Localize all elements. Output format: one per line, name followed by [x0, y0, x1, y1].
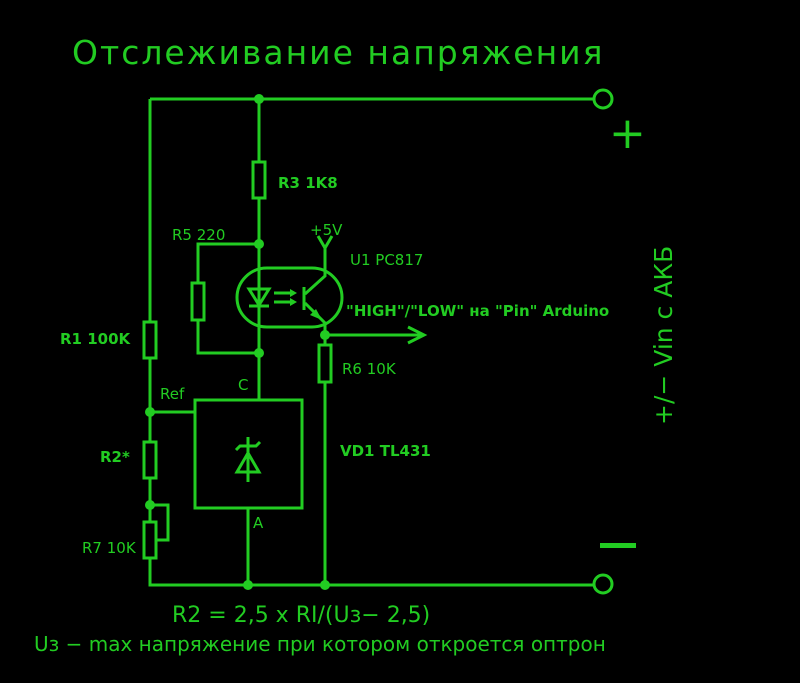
- label-r2: R2*: [100, 448, 130, 466]
- label-r7: R7 10K: [82, 539, 137, 557]
- formula-note: Uз − max напряжение при котором откроетс…: [34, 632, 606, 656]
- label-anode: A: [253, 514, 264, 532]
- label-vd1: VD1 TL431: [340, 442, 431, 460]
- resistor-r6: [317, 343, 333, 384]
- resistor-r2: [142, 440, 158, 480]
- potentiometer-r7: [142, 520, 158, 560]
- formula: R2 = 2,5 x RI/(Uз− 2,5): [172, 603, 430, 628]
- label-output: "HIGH"/"LOW" на "Pin" Arduino: [346, 302, 609, 320]
- label-u1: U1 PC817: [350, 251, 423, 269]
- wires: [148, 97, 594, 587]
- junction-dots: [145, 94, 330, 590]
- label-vcc: +5V: [310, 221, 343, 239]
- resistor-r1: [142, 320, 158, 360]
- optocoupler-u1: [235, 235, 344, 335]
- resistor-r3: [251, 160, 267, 200]
- label-ref: Ref: [160, 385, 185, 403]
- plus-sign: +: [609, 108, 646, 159]
- diagram-title: Отслеживание напряжения: [72, 33, 604, 72]
- terminal-plus: [592, 88, 614, 110]
- label-r5: R5 220: [172, 226, 225, 244]
- output-arrow-icon: [407, 325, 428, 345]
- label-r6: R6 10K: [342, 360, 397, 378]
- label-r1: R1 100K: [60, 330, 132, 348]
- vin-label: +/− Vin с АКБ: [649, 246, 678, 425]
- resistor-r5: [190, 281, 206, 322]
- label-cathode: C: [238, 376, 248, 394]
- minus-sign: [600, 543, 636, 548]
- terminal-minus: [592, 573, 614, 595]
- tl431-vd1: [193, 398, 304, 510]
- label-r3: R3 1K8: [278, 174, 338, 192]
